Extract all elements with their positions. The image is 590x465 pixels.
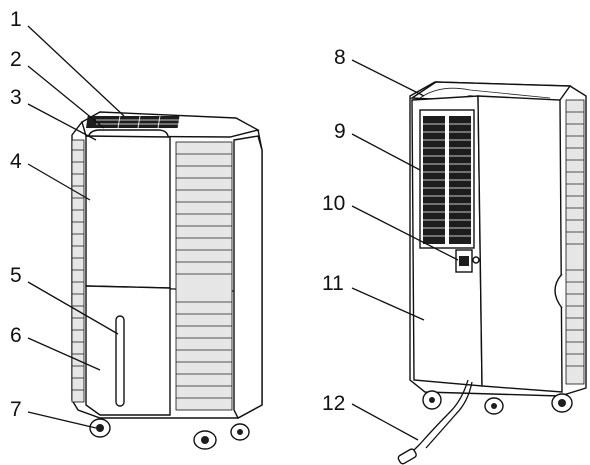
top-grille bbox=[86, 115, 190, 129]
front-panel bbox=[85, 135, 171, 289]
power-cord bbox=[397, 379, 473, 465]
left-side-louvers bbox=[71, 139, 85, 403]
callout-8: 8 bbox=[334, 46, 346, 69]
callout-12: 12 bbox=[322, 392, 345, 415]
callout-6: 6 bbox=[10, 324, 22, 347]
callout-5: 5 bbox=[10, 264, 22, 287]
rear-wheels bbox=[422, 390, 573, 415]
callout-3: 3 bbox=[10, 86, 22, 109]
water-level-window bbox=[115, 315, 125, 407]
rear-side-louvers bbox=[565, 99, 585, 385]
drain-outlet bbox=[455, 249, 480, 273]
callout-11: 11 bbox=[322, 272, 344, 295]
air-inlet-grille bbox=[419, 109, 475, 249]
callout-1: 1 bbox=[10, 8, 22, 31]
callout-10: 10 bbox=[322, 192, 345, 215]
water-tank bbox=[85, 285, 171, 416]
right-side-louvers bbox=[175, 141, 233, 411]
callout-4: 4 bbox=[10, 150, 22, 173]
callout-2: 2 bbox=[10, 48, 22, 71]
callout-numbers: 1 2 3 4 5 6 7 8 9 10 11 12 bbox=[10, 8, 346, 421]
callout-7: 7 bbox=[10, 398, 22, 421]
callout-9: 9 bbox=[334, 120, 346, 143]
rear-unit bbox=[397, 81, 587, 465]
callout-lines bbox=[27, 25, 459, 441]
front-wheels bbox=[89, 418, 250, 450]
front-unit bbox=[71, 111, 263, 450]
